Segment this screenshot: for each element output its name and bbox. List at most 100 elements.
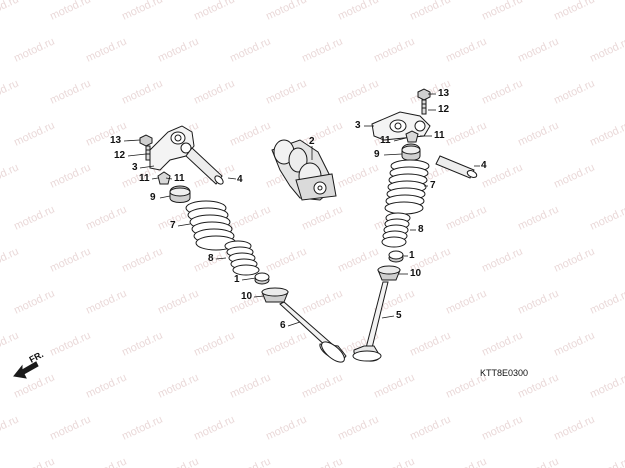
retainer-left: [261, 287, 289, 303]
watermark-text: motod.ru: [156, 455, 200, 468]
watermark-text: motod.ru: [120, 77, 164, 106]
watermark-text: motod.ru: [444, 203, 488, 232]
watermark-text: motod.ru: [120, 413, 164, 442]
watermark-text: motod.ru: [228, 35, 272, 64]
rocker-shaft-right: [435, 155, 478, 179]
watermark-text: motod.ru: [12, 35, 56, 64]
watermark-text: motod.ru: [228, 119, 272, 148]
callout-12-right: 12: [438, 104, 450, 115]
seal-right: [388, 250, 404, 263]
watermark-text: motod.ru: [588, 203, 625, 232]
watermark-text: motod.ru: [480, 77, 524, 106]
cotter-right: [405, 130, 419, 143]
watermark-text: motod.ru: [12, 203, 56, 232]
outer-spring-right: [384, 159, 430, 215]
watermark-text: motod.ru: [408, 329, 452, 358]
watermark-text: motod.ru: [516, 119, 560, 148]
watermark-text: motod.ru: [0, 0, 21, 23]
watermark-text: motod.ru: [516, 35, 560, 64]
watermark-text: motod.ru: [552, 161, 596, 190]
watermark-text: motod.ru: [552, 329, 596, 358]
adjusting-screw-right: [421, 99, 427, 115]
adjusting-nut-left: [139, 134, 153, 147]
watermark-text: motod.ru: [48, 329, 92, 358]
watermark-text: motod.ru: [264, 0, 308, 23]
callout-11-right-b: 11: [434, 130, 445, 141]
watermark-text: motod.ru: [480, 329, 524, 358]
watermark-text: motod.ru: [0, 77, 21, 106]
watermark-text: motod.ru: [156, 35, 200, 64]
watermark-text: motod.ru: [408, 413, 452, 442]
callout-7-right: 7: [430, 180, 436, 191]
callout-5: 5: [396, 310, 402, 321]
callout-3-left: 3: [132, 162, 138, 173]
watermark-text: motod.ru: [84, 455, 128, 468]
watermark-text: motod.ru: [228, 455, 272, 468]
watermark-text: motod.ru: [192, 0, 236, 23]
watermark-text: motod.ru: [516, 287, 560, 316]
callout-8-left: 8: [208, 253, 214, 264]
callout-2: 2: [309, 136, 315, 147]
watermark-text: motod.ru: [588, 119, 625, 148]
callout-1-left: 1: [234, 274, 240, 285]
callout-13-left: 13: [110, 135, 122, 146]
watermark-text: motod.ru: [156, 371, 200, 400]
callout-13-right: 13: [438, 88, 450, 99]
watermark-text: motod.ru: [480, 245, 524, 274]
watermark-text: motod.ru: [192, 77, 236, 106]
adjusting-screw-left: [145, 145, 151, 161]
watermark-text: motod.ru: [588, 35, 625, 64]
callout-11-left-b: 11: [174, 173, 185, 184]
watermark-text: motod.ru: [264, 245, 308, 274]
leader-lines: [123, 93, 480, 327]
watermark-text: motod.ru: [444, 455, 488, 468]
callout-9-left: 9: [150, 192, 156, 203]
seal-left: [254, 272, 270, 285]
callout-4-left: 4: [237, 174, 243, 185]
watermark-text: motod.ru: [264, 413, 308, 442]
callout-11-left-a: 11: [139, 173, 150, 184]
watermark-text: motod.ru: [48, 161, 92, 190]
callout-7-left: 7: [170, 220, 176, 231]
callout-10-left: 10: [241, 291, 253, 302]
watermark-text: motod.ru: [516, 455, 560, 468]
watermark-text: motod.ru: [12, 119, 56, 148]
watermark-text: motod.ru: [120, 0, 164, 23]
watermark-text: motod.ru: [0, 161, 21, 190]
watermark-text: motod.ru: [300, 287, 344, 316]
watermark-text: motod.ru: [300, 371, 344, 400]
watermark-text: motod.ru: [372, 371, 416, 400]
watermark-text: motod.ru: [336, 245, 380, 274]
watermark-text: motod.ru: [480, 413, 524, 442]
watermark-text: motod.ru: [12, 287, 56, 316]
watermark-text: motod.ru: [48, 0, 92, 23]
callout-4-right: 4: [481, 160, 487, 171]
callout-12-left: 12: [114, 150, 126, 161]
watermark-text: motod.ru: [408, 0, 452, 23]
watermark-text: motod.ru: [84, 119, 128, 148]
watermark-text: motod.ru: [264, 77, 308, 106]
watermark-text: motod.ru: [480, 0, 524, 23]
watermark-text: motod.ru: [0, 329, 21, 358]
watermark-text: motod.ru: [300, 203, 344, 232]
watermark-text: motod.ru: [192, 329, 236, 358]
callout-3-right: 3: [355, 120, 361, 131]
watermark-text: motod.ru: [228, 203, 272, 232]
watermark-text: motod.ru: [84, 35, 128, 64]
watermark-text: motod.ru: [336, 77, 380, 106]
watermark-text: motod.ru: [0, 245, 21, 274]
callout-9-right: 9: [374, 149, 380, 160]
watermark-text: motod.ru: [588, 455, 625, 468]
watermark-text: motod.ru: [84, 287, 128, 316]
watermark-text: motod.ru: [336, 161, 380, 190]
watermark-text: motod.ru: [552, 413, 596, 442]
watermark-text: motod.ru: [120, 329, 164, 358]
callout-6: 6: [280, 320, 286, 331]
inner-spring-right: [381, 212, 411, 248]
watermark-text: motod.ru: [552, 77, 596, 106]
front-arrow: [13, 361, 39, 379]
watermark-text: motod.ru: [12, 455, 56, 468]
watermark-text: motod.ru: [300, 455, 344, 468]
